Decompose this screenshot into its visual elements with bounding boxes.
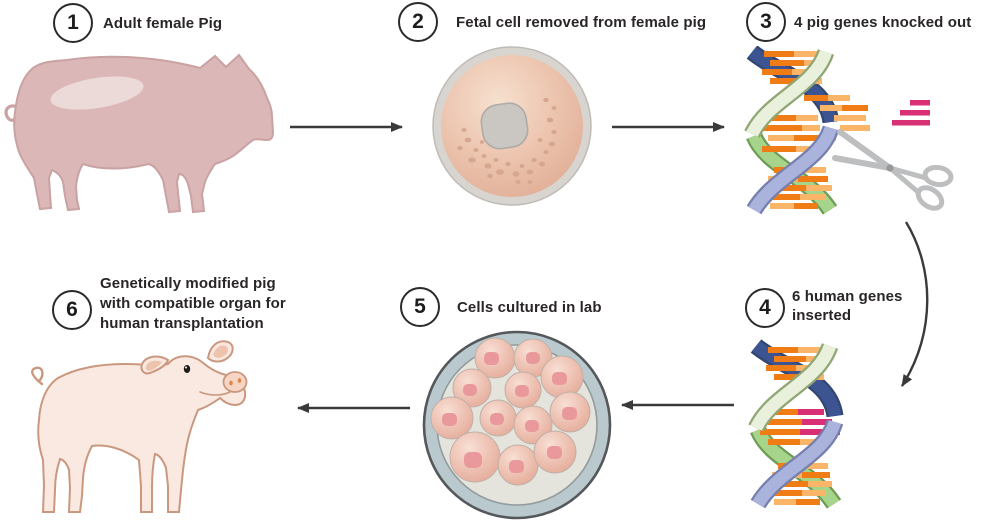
step-2-label: Fetal cell removed from female pig	[456, 14, 707, 31]
scissors-icon	[832, 129, 954, 211]
step-2-number: 2	[412, 10, 424, 33]
piglet-nostril-left	[229, 380, 233, 386]
piglet-nostril-right	[237, 378, 242, 383]
piglet-far-ear-inner	[145, 360, 162, 371]
piglet-body	[37, 355, 247, 513]
fetal-cell-illustration	[432, 46, 592, 206]
step-5-number: 5	[414, 295, 426, 318]
cell-nucleus	[480, 102, 529, 150]
step-3-number: 3	[760, 10, 772, 33]
adult-pig-body	[13, 53, 275, 214]
adult-pig-highlight	[50, 76, 144, 110]
piglet-illustration	[31, 340, 248, 513]
step-5-badge: 5	[400, 287, 440, 327]
dna-inserted-illustration	[740, 336, 860, 520]
piglet-snout	[222, 371, 248, 393]
piglet-tail	[31, 366, 44, 386]
step-6-label: Genetically modified pig with compatible…	[100, 275, 286, 332]
step-6-number: 6	[66, 298, 78, 321]
adult-pig-illustration	[4, 53, 275, 214]
step-1-badge: 1	[53, 3, 93, 43]
step-4-label: 6 human genes inserted	[792, 288, 903, 324]
step-3-badge: 3	[746, 2, 786, 42]
step-4-number: 4	[759, 296, 771, 319]
petri-dish-illustration	[422, 330, 612, 520]
human-genes-bars	[892, 100, 930, 126]
piglet-eye	[183, 365, 191, 373]
step-6-badge: 6	[52, 290, 92, 330]
piglet-near-ear-inner	[213, 345, 229, 358]
cultured-cells	[430, 337, 591, 486]
step-1-number: 1	[67, 11, 79, 34]
cell-speckles	[457, 97, 557, 184]
step-4-badge: 4	[745, 288, 785, 328]
arrow-step3-to-step4-curved	[900, 221, 929, 387]
piglet-mouth	[199, 391, 231, 396]
step-5-label: Cells cultured in lab	[457, 299, 602, 316]
step-1-label: Adult female Pig	[103, 15, 223, 32]
step-3-label: 4 pig genes knocked out	[794, 14, 972, 31]
dna-knockout-illustration	[740, 46, 954, 218]
piglet-eye-highlight	[185, 366, 187, 369]
step-2-badge: 2	[398, 2, 438, 42]
